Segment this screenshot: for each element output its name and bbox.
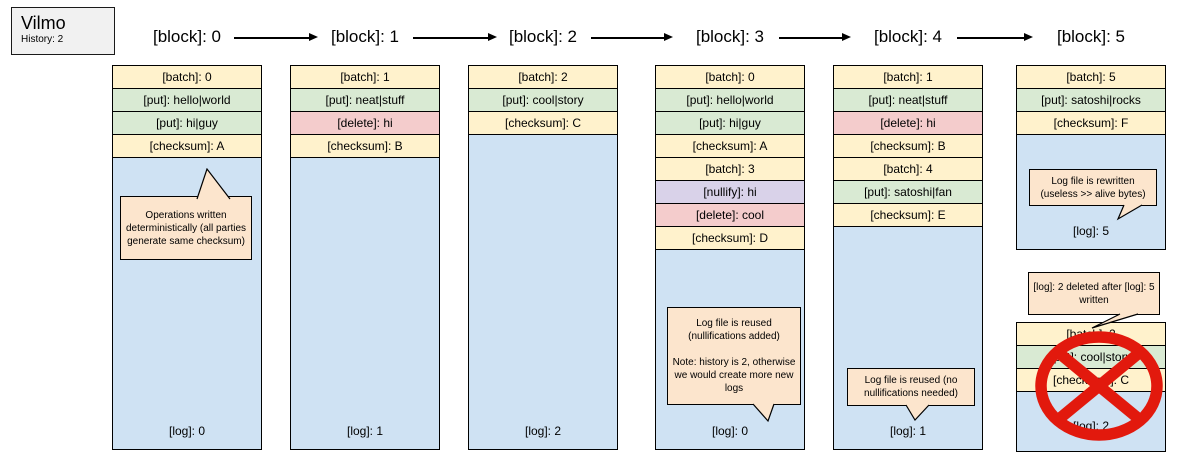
op-row: [put]: neat|stuff xyxy=(290,88,440,112)
prohibition-icon xyxy=(1035,331,1163,441)
callout-tail-icon xyxy=(1116,204,1143,221)
legend-subtitle: History: 2 xyxy=(21,34,64,45)
op-row: [put]: satoshi|fan xyxy=(833,180,983,204)
log-body: [log]: 2 xyxy=(468,134,618,450)
op-row: [put]: hello|world xyxy=(112,88,262,112)
log-body: [log]: 1 xyxy=(290,157,440,450)
callout-text: Log file is reused (no nullifications ne… xyxy=(864,375,958,399)
op-row: [checksum]: E xyxy=(833,203,983,227)
op-row: [checksum]: C xyxy=(468,111,618,135)
log-label: [log]: 5 xyxy=(1072,224,1110,238)
op-row: [put]: neat|stuff xyxy=(833,88,983,112)
block-header-1: [block]: 1 xyxy=(330,27,400,46)
callout-log-deleted: [log]: 2 deleted after [log]: 5 written xyxy=(1028,272,1160,315)
arrow-right-icon xyxy=(957,34,1033,41)
block-box-1: [batch]: 1 [put]: neat|stuff [delete]: h… xyxy=(290,65,440,450)
op-row: [batch]: 4 xyxy=(833,157,983,181)
legend-title: Vilmo xyxy=(21,13,66,33)
callout-text: Log file is reused (nullifications added… xyxy=(688,318,780,342)
op-row: [put]: hi|guy xyxy=(112,111,262,135)
op-row: [put]: hello|world xyxy=(655,88,805,112)
op-row: [batch]: 5 xyxy=(1016,65,1166,89)
callout-log-reused: Log file is reused (no nullifications ne… xyxy=(847,368,975,406)
log-body: [log]: 1 xyxy=(833,226,983,450)
block-header-0: [block]: 0 xyxy=(152,27,222,46)
callout-tail-icon xyxy=(1091,313,1139,329)
callout-text: Note: history is 2, otherwise we would c… xyxy=(672,357,796,394)
log-label: [log]: 1 xyxy=(346,424,384,438)
log-label: [log]: 0 xyxy=(168,424,206,438)
block-box-2: [batch]: 2 [put]: cool|story [checksum]:… xyxy=(468,65,618,450)
op-row: [batch]: 0 xyxy=(655,65,805,89)
op-row: [checksum]: A xyxy=(112,134,262,158)
op-row: [batch]: 0 xyxy=(112,65,262,89)
op-row: [put]: satoshi|rocks xyxy=(1016,88,1166,112)
block-header-4: [block]: 4 xyxy=(873,27,943,46)
block-header-5: [block]: 5 xyxy=(1056,27,1126,46)
arrow-right-icon xyxy=(779,34,851,41)
op-row: [checksum]: B xyxy=(833,134,983,158)
log-label: [log]: 0 xyxy=(711,424,749,438)
arrow-right-icon xyxy=(234,34,318,41)
op-row: [delete]: cool xyxy=(655,203,805,227)
op-row: [checksum]: A xyxy=(655,134,805,158)
block-box-5: [batch]: 5 [put]: satoshi|rocks [checksu… xyxy=(1016,65,1166,250)
arrow-right-icon xyxy=(591,34,673,41)
op-row: [batch]: 2 xyxy=(468,65,618,89)
op-row: [nullify]: hi xyxy=(655,180,805,204)
op-row: [batch]: 1 xyxy=(290,65,440,89)
arrow-right-icon xyxy=(413,34,497,41)
op-row: [batch]: 3 xyxy=(655,157,805,181)
op-row: [checksum]: D xyxy=(655,226,805,250)
callout-deterministic: Operations written deterministically (al… xyxy=(120,196,252,260)
legend-box: Vilmo History: 2 xyxy=(11,7,115,55)
callout-tail-icon xyxy=(752,403,775,423)
op-row: [checksum]: F xyxy=(1016,111,1166,135)
callout-text: Log file is rewritten (useless >> alive … xyxy=(1040,175,1146,200)
callout-text: Operations written deterministically (al… xyxy=(125,209,247,247)
op-row: [put]: hi|guy xyxy=(655,111,805,135)
callout-log-reused-nullifications: Log file is reused (nullifications added… xyxy=(667,307,801,405)
op-row: [checksum]: B xyxy=(290,134,440,158)
op-row: [delete]: hi xyxy=(833,111,983,135)
callout-tail-icon xyxy=(905,404,930,421)
op-row: [delete]: hi xyxy=(290,111,440,135)
block-box-4: [batch]: 1 [put]: neat|stuff [delete]: h… xyxy=(833,65,983,450)
op-row: [put]: cool|story xyxy=(468,88,618,112)
block-header-3: [block]: 3 xyxy=(695,27,765,46)
block-header-2: [block]: 2 xyxy=(508,27,578,46)
callout-tail-icon xyxy=(196,168,231,200)
log-label: [log]: 1 xyxy=(889,424,927,438)
callout-log-rewritten: Log file is rewritten (useless >> alive … xyxy=(1029,169,1157,206)
callout-text: [log]: 2 deleted after [log]: 5 written xyxy=(1033,281,1155,306)
log-label: [log]: 2 xyxy=(524,424,562,438)
op-row: [batch]: 1 xyxy=(833,65,983,89)
